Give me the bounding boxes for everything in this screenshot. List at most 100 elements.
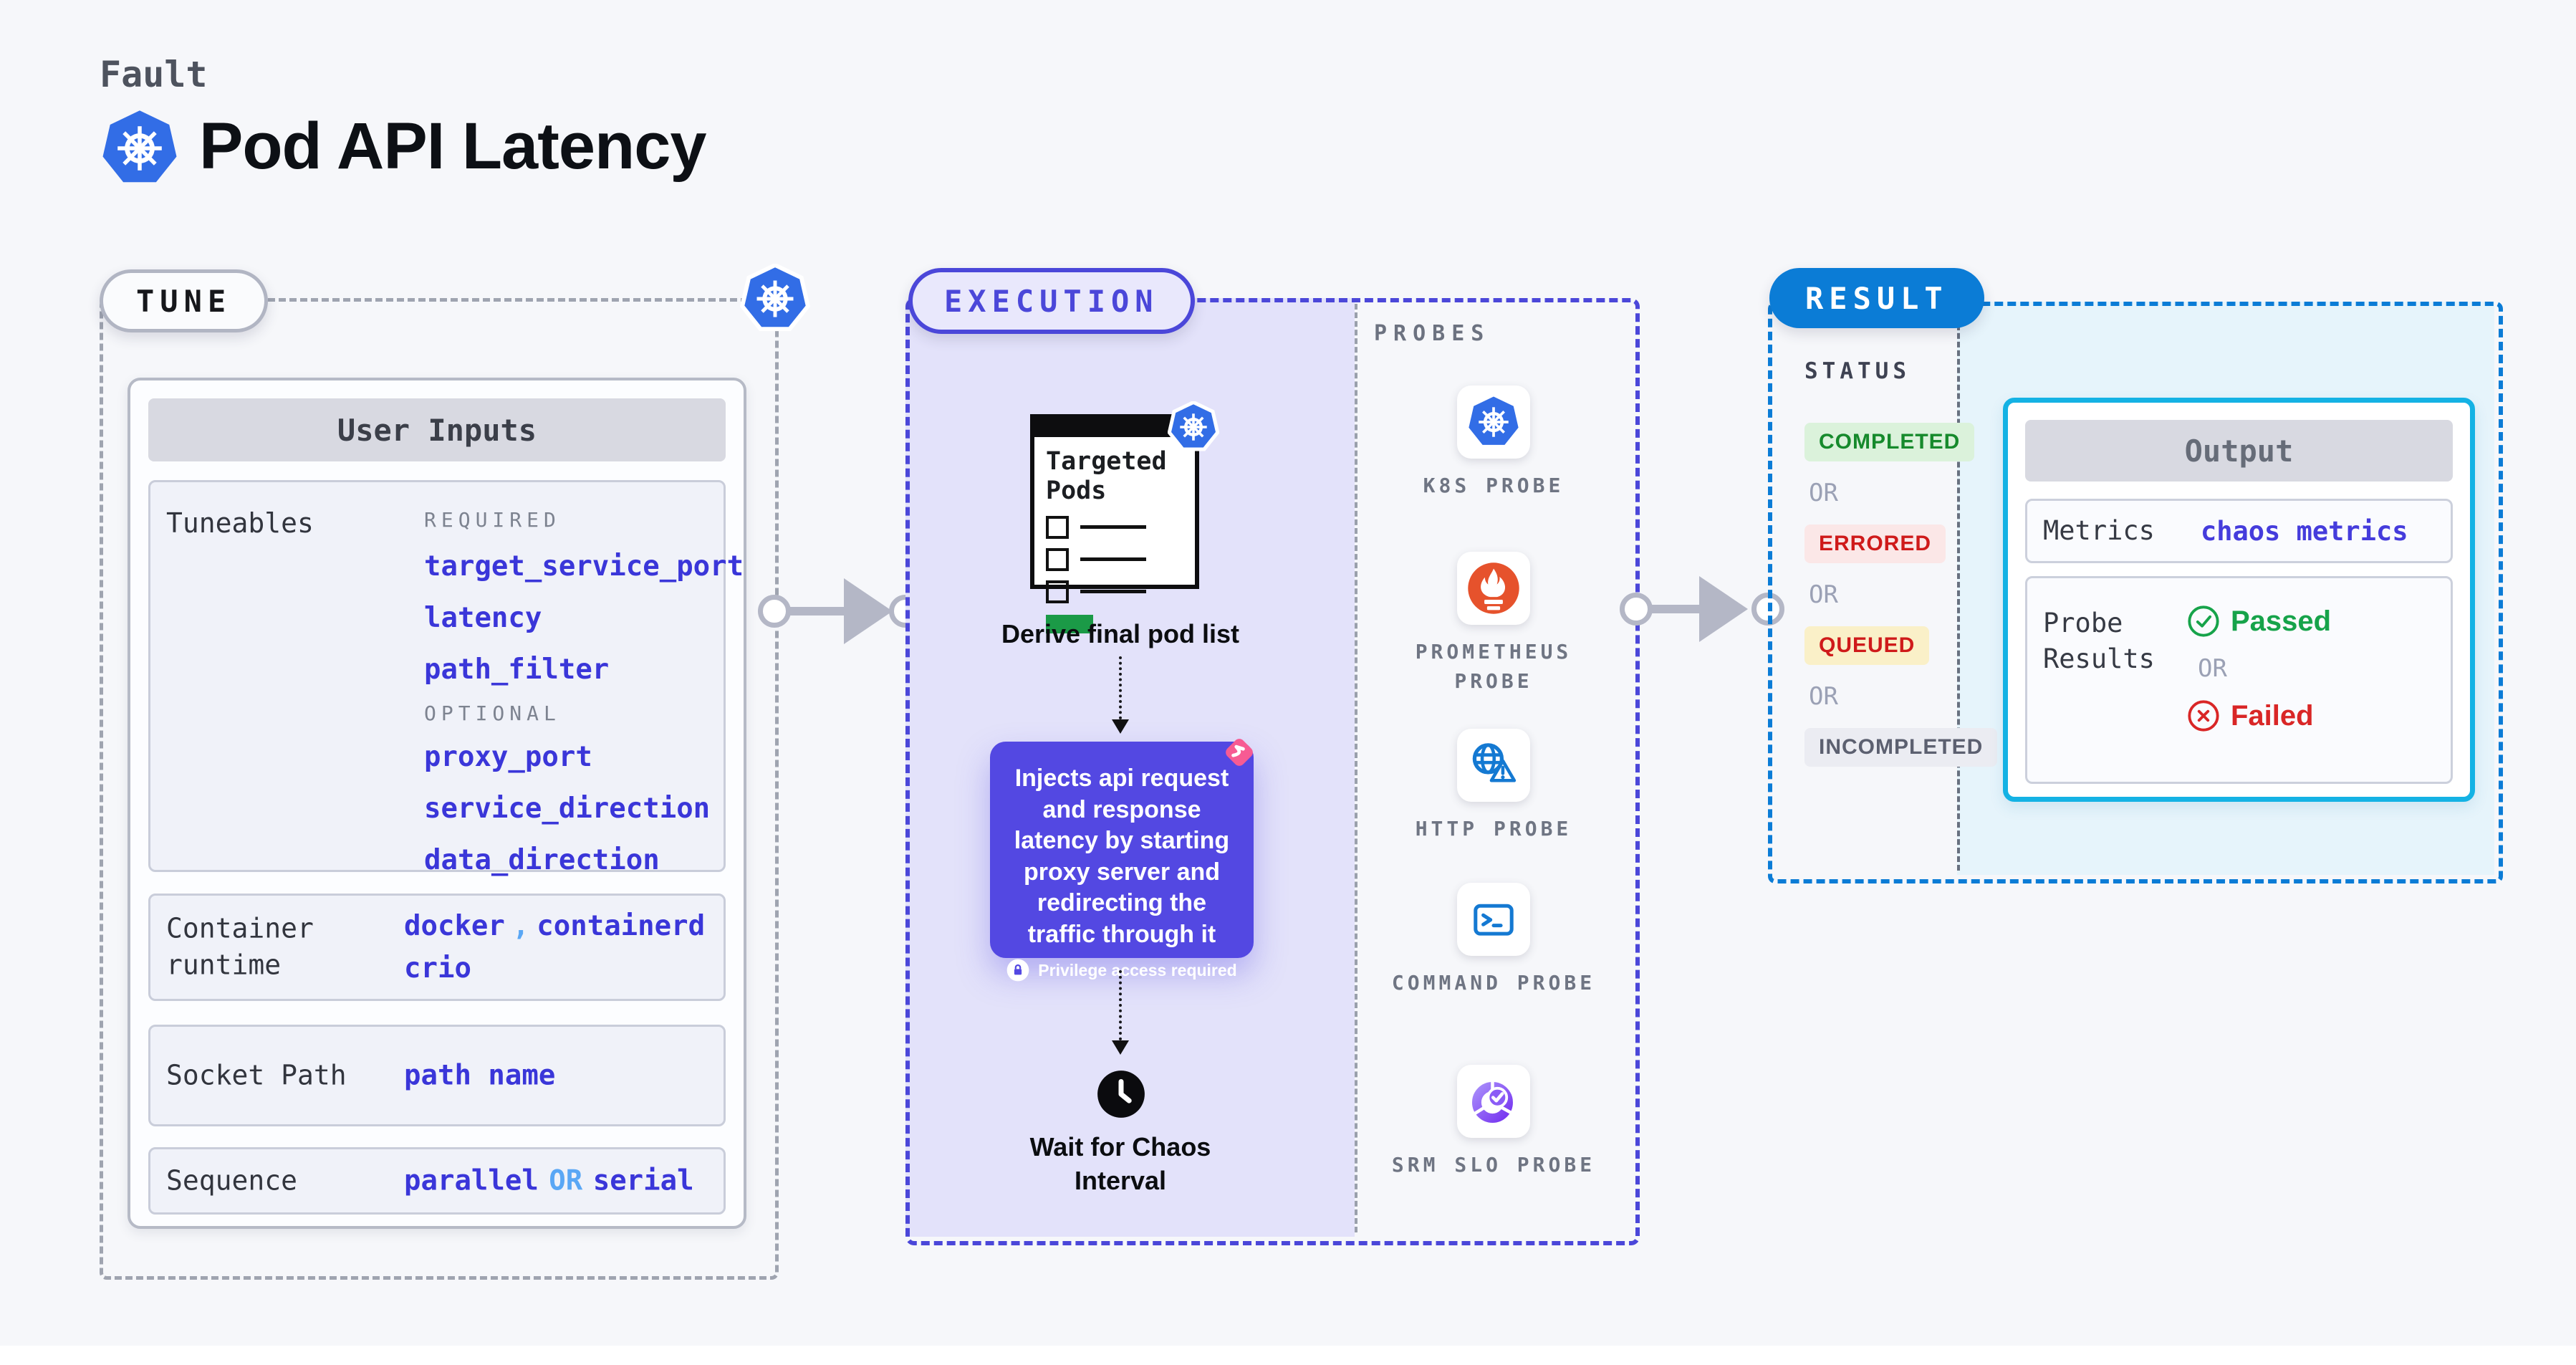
container-runtime-card: Container runtime docker , containerd cr… <box>148 894 726 1001</box>
tuneables-card: Tuneables REQUIRED target_service_port l… <box>148 480 744 876</box>
result-section-box <box>1768 302 2503 883</box>
execution-section-pill: EXECUTION <box>908 268 1195 334</box>
connector-ring <box>1620 593 1653 626</box>
inject-description: Injects api request and response latency… <box>1014 765 1230 948</box>
arrowhead <box>844 578 893 644</box>
flow-arrow-down <box>1119 656 1122 719</box>
window-title-bar <box>1034 418 1195 437</box>
probes-header: PROBES <box>1374 321 1491 346</box>
slo-donut-check-icon <box>1457 1065 1530 1138</box>
privilege-badge-label: Privilege access required <box>1038 960 1237 980</box>
param-path-filter: path_filter <box>424 653 610 686</box>
container-runtime-label: Container runtime <box>166 912 314 981</box>
passed-label: Passed <box>2231 605 2332 637</box>
metrics-row: Metrics chaos metrics <box>2025 499 2453 563</box>
probe-http: HTTP PROBE <box>1379 729 1608 844</box>
status-badge-completed: COMPLETED <box>1804 423 1975 461</box>
pod-list-item <box>1046 580 1195 603</box>
failed-label: Failed <box>2231 699 2314 732</box>
execution-section-box <box>905 298 1640 1245</box>
probes-divider <box>1355 304 1357 1232</box>
result-divider <box>1957 307 1960 871</box>
metrics-value: chaos metrics <box>2200 515 2408 547</box>
tune-section-pill: TUNE <box>100 269 269 332</box>
output-header: Output <box>2025 420 2453 482</box>
x-circle-icon <box>2186 699 2221 733</box>
probe-command: COMMAND PROBE <box>1379 883 1608 998</box>
list-line <box>1080 557 1146 562</box>
list-line <box>1080 590 1146 594</box>
probe-results-label: Probe Results <box>2043 608 2155 674</box>
probe-label: SRM SLO PROBE <box>1391 1153 1596 1177</box>
sequence-serial: serial <box>592 1164 694 1197</box>
probe-label: COMMAND PROBE <box>1391 971 1596 995</box>
checkbox-icon <box>1046 547 1069 571</box>
probe-label: HTTP PROBE <box>1415 817 1572 840</box>
or-separator: OR <box>1809 479 1838 507</box>
tuneables-label: Tuneables <box>166 507 314 539</box>
output-card: Output Metrics chaos metrics Probe Resul… <box>2003 398 2475 802</box>
result-section-pill: RESULT <box>1769 268 1984 328</box>
socket-path-value: path name <box>404 1059 556 1092</box>
kubernetes-icon <box>739 262 811 334</box>
litmus-chaos-icon <box>1218 731 1261 774</box>
kubernetes-icon <box>1167 400 1220 453</box>
arrowhead <box>1112 719 1129 734</box>
wait-chaos-interval-label: Wait for Chaos Interval <box>1029 1132 1211 1195</box>
arrowhead <box>1112 1040 1129 1055</box>
tune-section-box <box>100 298 779 1280</box>
pod-list-item <box>1046 515 1195 539</box>
sequence-label: Sequence <box>166 1164 298 1197</box>
probe-prometheus: PROMETHEUS PROBE <box>1379 552 1608 696</box>
tune-to-execution-arrow <box>781 607 863 616</box>
socket-path-card: Socket Path path name <box>148 1025 726 1126</box>
status-badge-queued: QUEUED <box>1804 626 1930 665</box>
sequence-or: OR <box>549 1164 583 1197</box>
list-line <box>1080 525 1146 530</box>
flow-arrow-down <box>1119 970 1122 1040</box>
probe-results-row: Probe Results Passed OR <box>2025 576 2453 784</box>
probe-srm-slo: SRM SLO PROBE <box>1379 1065 1608 1180</box>
param-latency: latency <box>424 602 542 634</box>
status-badge-errored: ERRORED <box>1804 525 1946 563</box>
targeted-pods-title: Targeted Pods <box>1046 447 1167 506</box>
check-circle-icon <box>2186 604 2221 638</box>
probe-label: PROMETHEUS PROBE <box>1415 640 1572 693</box>
probe-k8s: K8S PROBE <box>1379 385 1608 501</box>
user-inputs-header: User Inputs <box>148 398 726 461</box>
page-title: Pod API Latency <box>199 110 707 183</box>
checkbox-icon <box>1046 515 1069 539</box>
or-separator: OR <box>1809 682 1838 711</box>
kubernetes-icon <box>100 109 179 188</box>
user-inputs-card: User Inputs Tuneables REQUIRED target_se… <box>128 378 746 1229</box>
lock-icon <box>1006 959 1029 982</box>
targeted-pods-card: Targeted Pods <box>1030 414 1199 633</box>
param-target-service-port: target_service_port <box>424 550 744 583</box>
terminal-icon <box>1457 883 1530 956</box>
fault-kind-label: Fault <box>100 54 208 95</box>
checkbox-icon <box>1046 580 1069 603</box>
required-header: REQUIRED <box>424 508 561 532</box>
status-badge-incompleted: INCOMPLETED <box>1804 728 1998 767</box>
socket-path-label: Socket Path <box>166 1059 347 1091</box>
status-header: STATUS <box>1804 358 1911 384</box>
inject-latency-card: Injects api request and response latency… <box>990 742 1254 982</box>
http-globe-warning-icon <box>1457 729 1530 802</box>
runtime-containerd: containerd <box>537 910 706 942</box>
sequence-card: Sequence parallel OR serial <box>148 1147 726 1215</box>
or-separator: OR <box>1809 580 1838 609</box>
runtime-crio: crio <box>404 952 471 985</box>
runtime-docker: docker <box>404 910 505 942</box>
prometheus-icon <box>1457 552 1530 625</box>
probe-label: K8S PROBE <box>1423 474 1565 497</box>
param-service-direction: service_direction <box>424 792 711 825</box>
param-data-direction: data_direction <box>424 844 660 876</box>
metrics-label: Metrics <box>2043 515 2155 547</box>
pod-list-item <box>1046 547 1195 571</box>
runtime-separator: , <box>512 910 529 942</box>
kubernetes-icon <box>1457 385 1530 459</box>
arrowhead <box>1699 576 1748 642</box>
or-separator: OR <box>2198 654 2227 683</box>
derive-pod-list-label: Derive final pod list <box>1001 619 1240 648</box>
